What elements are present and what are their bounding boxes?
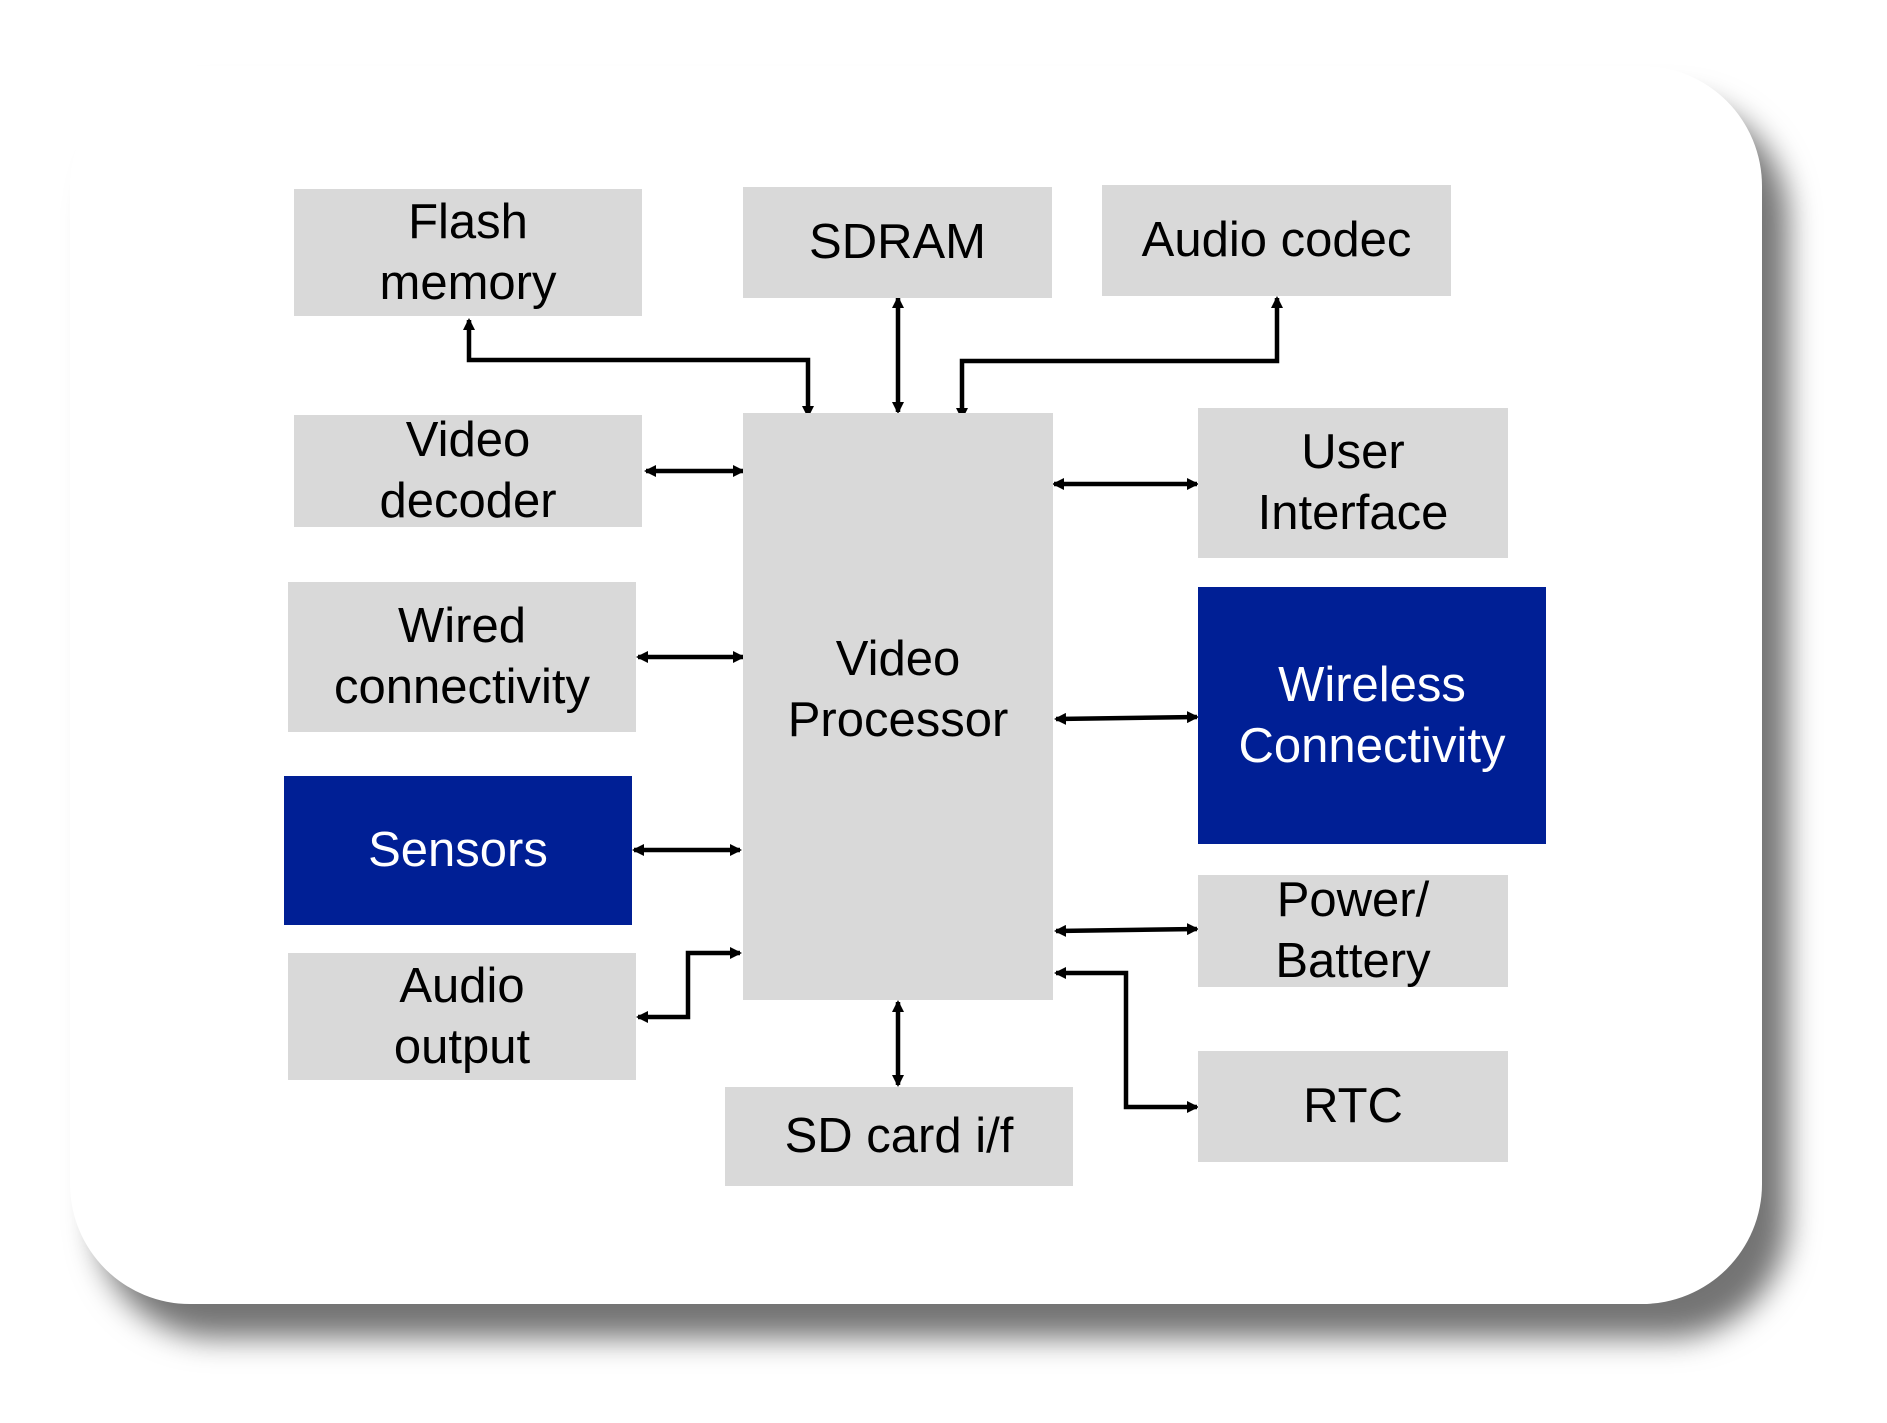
wired-connectivity-block: Wired connectivity (288, 582, 636, 732)
link-power-battery (1054, 923, 1199, 937)
audio-codec-block: Audio codec (1102, 185, 1451, 296)
power-battery-block: Power/ Battery (1198, 873, 1508, 988)
user-interface-block: User Interface (1198, 408, 1508, 558)
video-decoder-block: Video decoder (294, 413, 642, 528)
audio-output-block: Audio output (288, 953, 636, 1080)
sensors-block: Sensors (284, 776, 632, 925)
video-processor-block: Video Processor (743, 413, 1053, 1000)
wireless-connectivity-block: Wireless Connectivity (1198, 587, 1546, 844)
link-flash-memory (463, 318, 814, 418)
link-audio-output (636, 947, 742, 1023)
rtc-block: RTC (1198, 1051, 1508, 1162)
link-wireless-connectivity (1054, 711, 1199, 725)
link-rtc (1054, 967, 1199, 1113)
link-audio-codec (956, 296, 1283, 420)
sdram-block: SDRAM (743, 187, 1052, 298)
flash-memory-block: Flash memory (294, 189, 642, 316)
sd-card-if-block: SD card i/f (725, 1087, 1073, 1186)
